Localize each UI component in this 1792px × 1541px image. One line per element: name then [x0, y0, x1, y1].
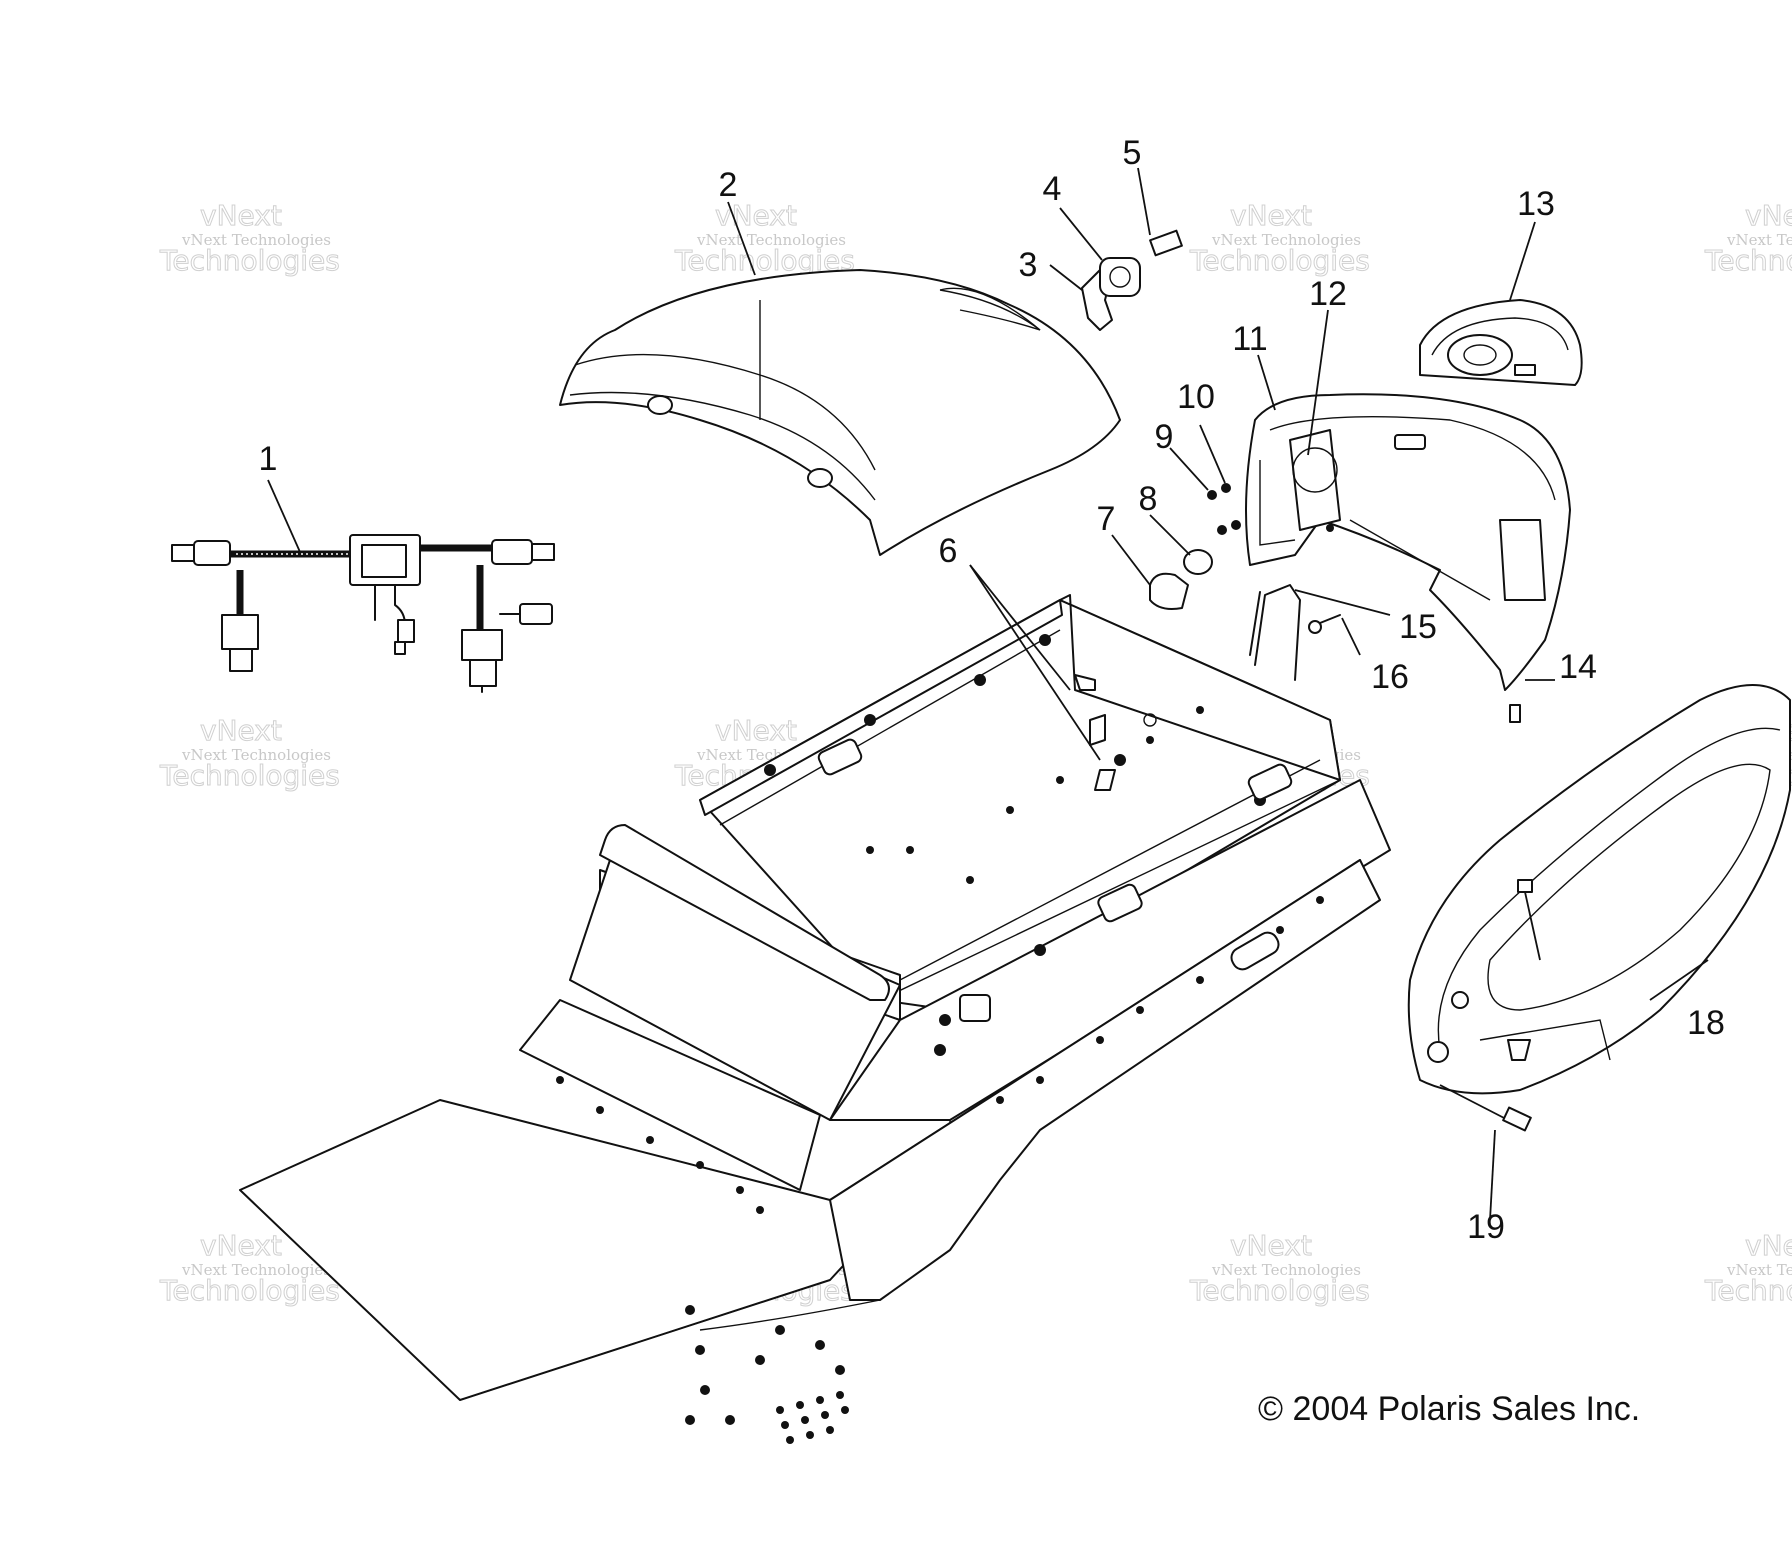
part-latch-assembly — [1049, 167, 1183, 331]
hole-grid — [776, 1391, 849, 1444]
callout-8: 8 — [1139, 480, 1158, 518]
callout-12: 12 — [1309, 275, 1347, 313]
callout-19: 19 — [1467, 1208, 1505, 1246]
svg-text:vNext Technologies: vNext Technologies — [1726, 231, 1792, 249]
callout-2: 2 — [719, 166, 738, 204]
svg-text:vNext: vNext — [1745, 1229, 1792, 1262]
callout-18: 18 — [1687, 1004, 1725, 1042]
part-chassis-frame — [239, 564, 1391, 1444]
callout-15: 15 — [1399, 608, 1437, 646]
callout-7: 7 — [1097, 500, 1116, 538]
svg-text:Technologies: Technologies — [159, 759, 340, 792]
part-wire-harness — [171, 479, 555, 693]
callout-3: 3 — [1019, 246, 1038, 284]
callout-10: 10 — [1177, 378, 1215, 416]
svg-text:vNext Technologies: vNext Technologies — [1726, 1261, 1792, 1279]
svg-text:vNext Technologies: vNext Technologies — [696, 231, 846, 249]
svg-text:vNext: vNext — [1230, 1229, 1312, 1262]
part-bumpers — [1111, 424, 1241, 610]
svg-text:vNext: vNext — [1745, 199, 1792, 232]
svg-text:vNext Technologies: vNext Technologies — [181, 231, 331, 249]
svg-text:vNext Technologies: vNext Technologies — [181, 1261, 331, 1279]
svg-text:vNext: vNext — [715, 714, 797, 747]
callout-labels: 1 2 3 4 5 6 7 8 9 10 11 12 13 14 15 16 1… — [259, 134, 1725, 1246]
svg-text:Technologies: Technologies — [1189, 244, 1370, 277]
callout-11: 11 — [1232, 320, 1267, 358]
callout-16: 16 — [1371, 658, 1409, 696]
svg-text:vNext: vNext — [200, 714, 282, 747]
part-seat-cushion — [559, 201, 1121, 556]
svg-text:Technologies: Technologies — [1704, 1274, 1792, 1307]
part-hinge-rod — [1249, 584, 1555, 723]
callout-9: 9 — [1155, 418, 1174, 456]
svg-text:Technologies: Technologies — [159, 1274, 340, 1307]
callout-13: 13 — [1517, 185, 1555, 223]
part-taillight — [1419, 221, 1583, 386]
svg-text:Technologies: Technologies — [1189, 1274, 1370, 1307]
svg-text:vNext: vNext — [1230, 199, 1312, 232]
callout-14: 14 — [1559, 648, 1597, 686]
svg-text:Technologies: Technologies — [1704, 244, 1792, 277]
callout-1: 1 — [259, 440, 278, 478]
svg-text:vNext: vNext — [200, 199, 282, 232]
svg-text:Technologies: Technologies — [159, 244, 340, 277]
copyright-notice: © 2004 Polaris Sales Inc. — [1258, 1390, 1641, 1428]
svg-text:vNext Technologies: vNext Technologies — [1211, 1261, 1361, 1279]
callout-6: 6 — [939, 532, 958, 570]
svg-text:vNext Technologies: vNext Technologies — [1211, 231, 1361, 249]
svg-text:vNext Technologies: vNext Technologies — [181, 746, 331, 764]
callout-4: 4 — [1043, 170, 1062, 208]
part-storage-box — [1245, 309, 1571, 691]
svg-text:vNext: vNext — [200, 1229, 282, 1262]
part-side-panel — [1407, 684, 1791, 1221]
callout-5: 5 — [1123, 134, 1142, 172]
